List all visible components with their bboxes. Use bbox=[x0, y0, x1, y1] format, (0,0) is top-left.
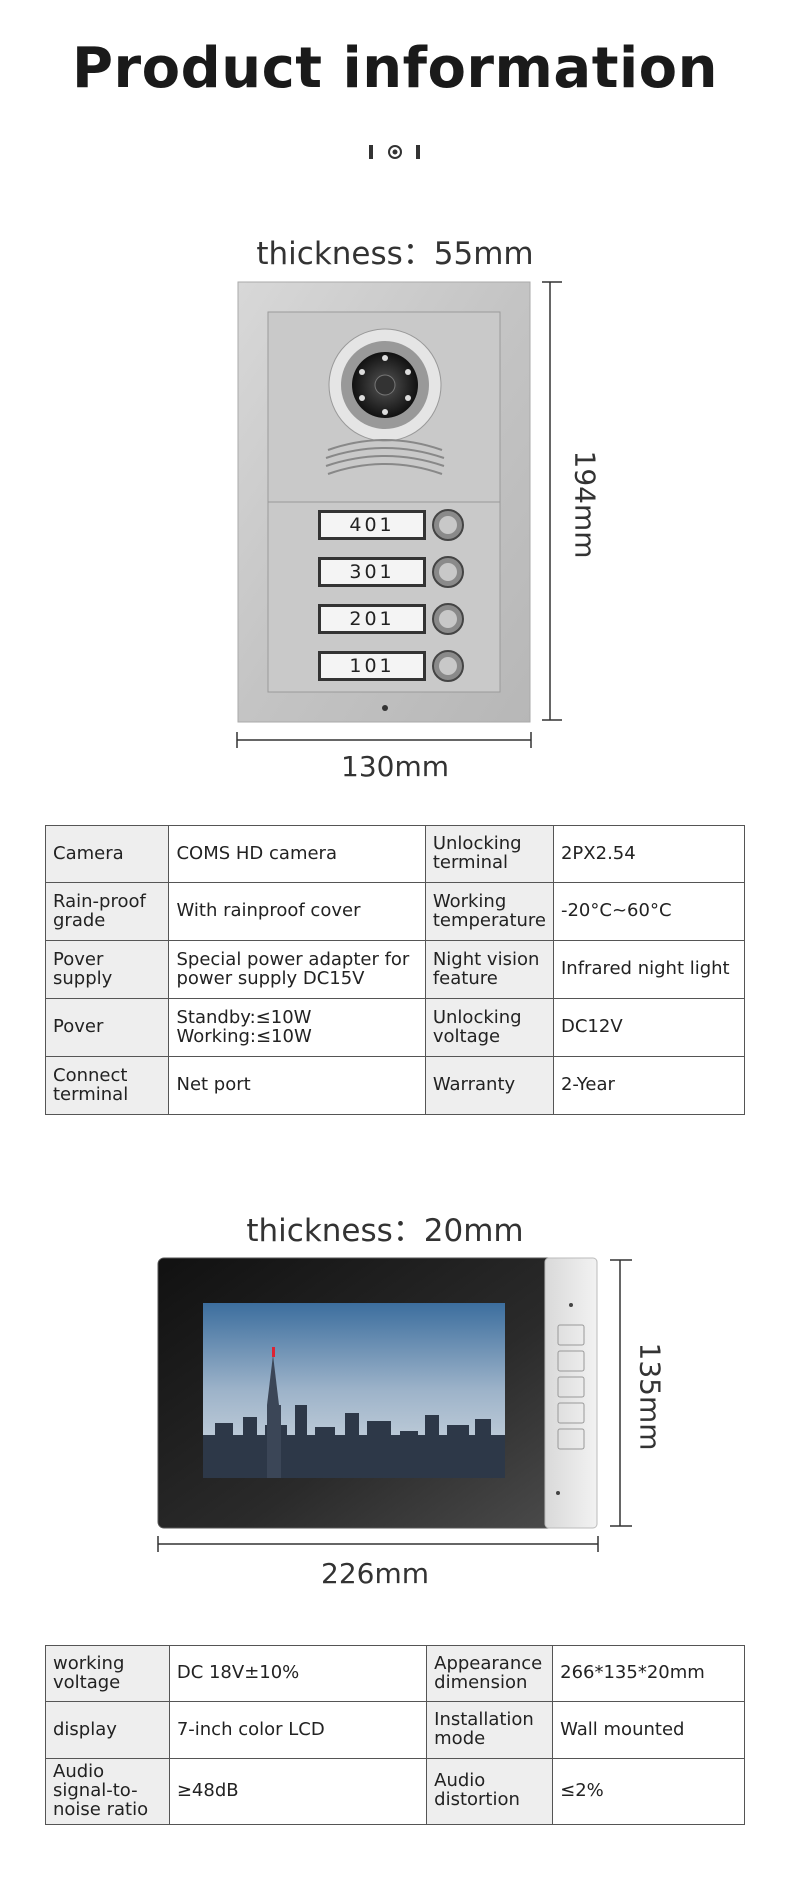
table-row: Audio signal-to-noise ratio ≥48dB Audio … bbox=[45, 1758, 745, 1825]
spec-value: ≤2% bbox=[552, 1758, 745, 1825]
spec-label: Audio distortion bbox=[426, 1758, 554, 1825]
spec-value: 266*135*20mm bbox=[552, 1645, 745, 1702]
spec-label: Pover bbox=[44, 998, 170, 1057]
spec-value: COMS HD camera bbox=[168, 825, 426, 883]
name-plate-301: 301 bbox=[318, 557, 426, 587]
name-plate-label: 201 bbox=[318, 604, 426, 634]
spec-label: Pover supply bbox=[44, 940, 170, 999]
spec-label: Installation mode bbox=[426, 1701, 554, 1759]
spec-value: DC 18V±10% bbox=[168, 1645, 428, 1702]
outdoor-height-label: 194mm bbox=[568, 450, 602, 559]
monitor-height-label: 135mm bbox=[633, 1342, 667, 1451]
table-row: Rain-proof grade With rainproof cover Wo… bbox=[44, 882, 746, 941]
name-plate-401: 401 bbox=[318, 510, 426, 540]
spec-value: Wall mounted bbox=[552, 1701, 745, 1759]
spec-value: 2PX2.54 bbox=[552, 825, 746, 883]
spec-label: Camera bbox=[44, 825, 170, 883]
spec-label: Appearance dimension bbox=[426, 1645, 554, 1702]
divider-ornament bbox=[369, 145, 420, 159]
spec-label: display bbox=[45, 1701, 170, 1759]
spec-value: -20°C~60°C bbox=[552, 882, 746, 941]
spec-label: Unlocking terminal bbox=[424, 825, 554, 883]
spec-label: Night vision feature bbox=[424, 940, 554, 999]
outdoor-spec-table: Camera COMS HD camera Unlocking terminal… bbox=[44, 825, 746, 1115]
spec-value: ≥48dB bbox=[168, 1758, 428, 1825]
monitor-width-label: 226mm bbox=[321, 1557, 429, 1590]
table-row: Camera COMS HD camera Unlocking terminal… bbox=[44, 825, 746, 883]
name-plate-label: 301 bbox=[318, 557, 426, 587]
spec-value: Standby:≤10W Working:≤10W bbox=[168, 998, 426, 1057]
name-plate-101: 101 bbox=[318, 651, 426, 681]
table-row: display 7-inch color LCD Installation mo… bbox=[45, 1701, 745, 1759]
name-plate-label: 401 bbox=[318, 510, 426, 540]
spec-value: Special power adapter for power supply D… bbox=[168, 940, 426, 999]
table-row: working voltage DC 18V±10% Appearance di… bbox=[45, 1645, 745, 1702]
table-row: Pover supply Special power adapter for p… bbox=[44, 940, 746, 999]
spec-value: 7-inch color LCD bbox=[168, 1701, 428, 1759]
height-dimension-line bbox=[542, 281, 562, 721]
spec-value: Infrared night light bbox=[552, 940, 746, 999]
spec-label: working voltage bbox=[45, 1645, 170, 1702]
outdoor-width-label: 130mm bbox=[341, 750, 449, 783]
page-title: Product information bbox=[71, 36, 718, 101]
spec-value: 2-Year bbox=[552, 1056, 746, 1115]
spec-label: Unlocking voltage bbox=[424, 998, 554, 1057]
spec-value: With rainproof cover bbox=[168, 882, 426, 941]
monitor-height-dimension-line bbox=[610, 1259, 632, 1527]
indoor-monitor-image bbox=[157, 1257, 598, 1529]
spec-value: Net port bbox=[168, 1056, 426, 1115]
call-buttons bbox=[432, 509, 464, 682]
table-row: Connect terminal Net port Warranty 2-Yea… bbox=[44, 1056, 746, 1115]
monitor-spec-table: working voltage DC 18V±10% Appearance di… bbox=[45, 1645, 745, 1825]
spec-label: Audio signal-to-noise ratio bbox=[45, 1758, 170, 1825]
outdoor-thickness-label: thickness：55mm bbox=[256, 236, 534, 272]
spec-label: Warranty bbox=[424, 1056, 554, 1115]
spec-label: Connect terminal bbox=[44, 1056, 170, 1115]
monitor-thickness-label: thickness：20mm bbox=[246, 1213, 524, 1249]
outdoor-panel-image bbox=[237, 281, 531, 723]
name-plate-201: 201 bbox=[318, 604, 426, 634]
spec-label: Rain-proof grade bbox=[44, 882, 170, 941]
spec-value: DC12V bbox=[552, 998, 746, 1057]
monitor-width-dimension-line bbox=[157, 1536, 599, 1552]
width-dimension-line bbox=[236, 732, 532, 748]
name-plate-label: 101 bbox=[318, 651, 426, 681]
table-row: Pover Standby:≤10W Working:≤10W Unlockin… bbox=[44, 998, 746, 1057]
spec-label: Working temperature bbox=[424, 882, 554, 941]
